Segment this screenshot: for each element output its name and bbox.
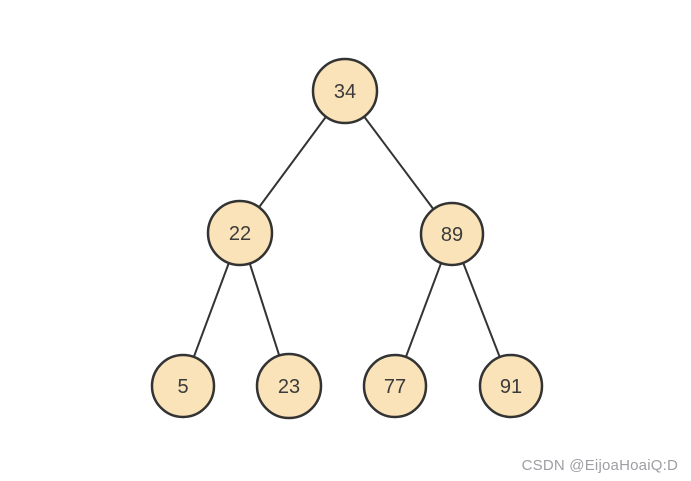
tree-node-circle-91: [478, 353, 544, 419]
watermark: CSDN @EijoaHoaiQ:D: [521, 457, 678, 474]
tree-node-22: 22: [206, 199, 274, 267]
tree-node-circle-34: [311, 57, 379, 125]
tree-node-label-91: 91: [500, 376, 522, 398]
tree-node-34: 34: [311, 57, 379, 125]
tree-node-label-22: 22: [229, 223, 251, 245]
tree-node-5: 5: [150, 353, 216, 419]
tree-node-77: 77: [362, 353, 428, 419]
tree-node-23: 23: [255, 352, 323, 420]
tree-node-89: 89: [419, 201, 485, 267]
tree-node-circle-89: [419, 201, 485, 267]
tree-node-91: 91: [478, 353, 544, 419]
tree-node-circle-22: [206, 199, 274, 267]
tree-node-label-5: 5: [177, 376, 188, 398]
tree-node-label-89: 89: [441, 224, 463, 246]
tree-node-circle-23: [255, 352, 323, 420]
tree-node-circle-5: [150, 353, 216, 419]
tree-node-label-77: 77: [384, 376, 406, 398]
tree-node-label-23: 23: [278, 376, 300, 398]
tree-node-circle-77: [362, 353, 428, 419]
tree-node-label-34: 34: [334, 81, 356, 103]
